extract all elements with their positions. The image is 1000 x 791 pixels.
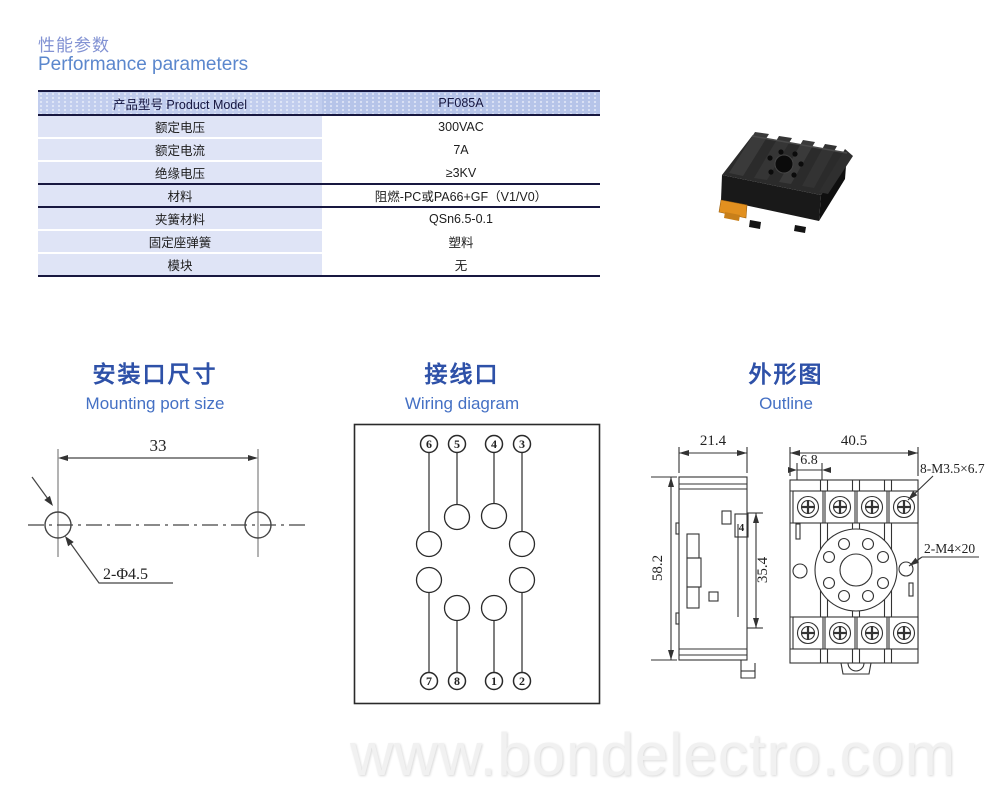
outline-title-en: Outline xyxy=(759,394,813,413)
m4-mounting-hole xyxy=(792,563,808,579)
pin-hole xyxy=(861,589,875,603)
row-value: QSn6.5-0.1 xyxy=(322,208,600,229)
row-label: 额定电压 xyxy=(38,116,322,137)
pin-number: 4 xyxy=(491,437,497,451)
row-value: ≥3KV xyxy=(322,162,600,183)
leader-arrow xyxy=(65,536,74,547)
pin-circle xyxy=(419,434,439,454)
contact-circle xyxy=(415,566,443,594)
table-row: 模块 无 xyxy=(38,254,600,275)
pin-circle xyxy=(484,434,504,454)
pin-circle xyxy=(447,434,467,454)
pin-hole xyxy=(822,550,836,564)
contact-circle xyxy=(415,530,443,558)
mounting-title-zh: 安装口尺寸 xyxy=(92,361,218,387)
row-value: 塑料 xyxy=(322,231,600,252)
spec-table: 产品型号 Product Model PF085A 额定电压 300VAC 额定… xyxy=(38,90,600,277)
contact-circle xyxy=(508,566,536,594)
table-header-value: PF085A xyxy=(322,92,600,114)
pin-hole xyxy=(876,576,890,590)
pin-circle xyxy=(512,434,532,454)
row-value: 无 xyxy=(322,254,600,275)
dim-label-holes: 2-Φ4.5 xyxy=(103,566,148,583)
row-label: 材料 xyxy=(38,185,322,206)
leader-arrow xyxy=(44,495,53,506)
product-photo-relay-socket xyxy=(718,132,853,233)
table-row: 额定电流 7A xyxy=(38,139,600,162)
pin-number: 8 xyxy=(454,674,460,688)
center-hole xyxy=(839,553,873,587)
pin-hole xyxy=(822,576,836,590)
outline-diagram: 21.4 58.2 35.4 40.5 6.8 8-M3.5×6.7 2-M4×… xyxy=(650,433,985,679)
contact-circle xyxy=(508,530,536,558)
dim-arrow-left xyxy=(58,455,68,461)
watermark: www.bondelectro.com xyxy=(350,721,956,788)
table-row: 夹簧材料 QSn6.5-0.1 xyxy=(38,208,600,231)
mounting-diagram: 33 2-Φ4.5 xyxy=(28,436,308,584)
pin-circle xyxy=(419,671,439,691)
table-row: 材料 阻燃-PC或PA66+GF（V1/V0） xyxy=(38,185,600,208)
contact-circle xyxy=(480,502,508,530)
contact-circle xyxy=(443,594,471,622)
pin-number: 5 xyxy=(454,437,460,451)
dim-arrow-right xyxy=(248,455,258,461)
section-heading-wiring: 接线口 Wiring diagram xyxy=(352,355,572,414)
table-row: 固定座弹簧 塑料 xyxy=(38,231,600,254)
mounting-title-en: Mounting port size xyxy=(85,394,225,413)
row-value: 阻燃-PC或PA66+GF（V1/V0） xyxy=(322,185,600,206)
row-label: 固定座弹簧 xyxy=(38,231,322,252)
pin-circle xyxy=(484,671,504,691)
row-label: 绝缘电压 xyxy=(38,162,322,183)
row-value: 7A xyxy=(322,139,600,160)
dim-side-width: 21.4 xyxy=(700,433,727,449)
table-row: 绝缘电压 ≥3KV xyxy=(38,162,600,185)
pin-number: 7 xyxy=(426,674,432,688)
section-heading-mounting: 安装口尺寸 Mounting port size xyxy=(45,355,265,414)
pin-circle xyxy=(512,671,532,691)
page-title-en: Performance parameters xyxy=(38,54,249,75)
pin-number: 2 xyxy=(519,674,525,688)
detail-mark: 4 xyxy=(739,522,745,534)
table-header-label: 产品型号 Product Model xyxy=(38,92,322,114)
label-screw-spec: 8-M3.5×6.7 xyxy=(920,461,985,476)
dim-terminal-offset: 6.8 xyxy=(800,453,818,468)
dim-front-width: 40.5 xyxy=(841,433,867,449)
table-row: 额定电压 300VAC xyxy=(38,116,600,139)
pin-hole xyxy=(876,550,890,564)
section-heading-outline: 外形图 Outline xyxy=(676,355,896,414)
pin-hole xyxy=(861,537,875,551)
dim-side-height: 58.2 xyxy=(650,555,666,581)
socket-front-face xyxy=(721,175,821,221)
row-label: 额定电流 xyxy=(38,139,322,160)
table-header-row: 产品型号 Product Model PF085A xyxy=(38,92,600,116)
pin-circle xyxy=(447,671,467,691)
contact-circle xyxy=(480,594,508,622)
row-label: 模块 xyxy=(38,254,322,275)
contact-circle xyxy=(443,503,471,531)
leader-arrow xyxy=(909,557,919,566)
row-value: 300VAC xyxy=(322,116,600,137)
leader-arrow xyxy=(908,490,918,500)
label-mounting-screw-spec: 2-M4×20 xyxy=(924,541,975,556)
row-label: 夹簧材料 xyxy=(38,208,322,229)
pin-number: 1 xyxy=(491,674,497,688)
dim-inner-height: 35.4 xyxy=(755,556,771,583)
page-title-zh: 性能参数 xyxy=(38,36,110,55)
pin-hole xyxy=(837,589,851,603)
outline-title-zh: 外形图 xyxy=(748,361,824,387)
wiring-title-en: Wiring diagram xyxy=(404,394,520,413)
wiring-box xyxy=(353,423,601,705)
pin-number: 3 xyxy=(519,437,525,451)
dim-label-width: 33 xyxy=(150,436,167,455)
pin-hole xyxy=(837,537,851,551)
wiring-diagram: 6 5 4 3 7 8 1 2 xyxy=(353,423,601,705)
wiring-title-zh: 接线口 xyxy=(424,361,500,387)
pin-number: 6 xyxy=(426,437,432,451)
